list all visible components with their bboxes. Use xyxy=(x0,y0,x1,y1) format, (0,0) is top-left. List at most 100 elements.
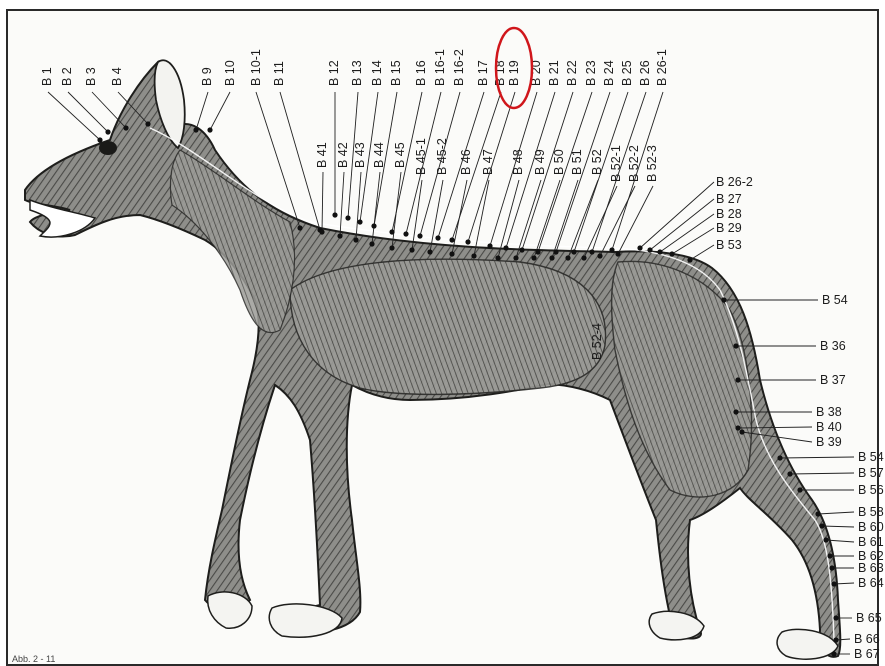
leader-line xyxy=(790,473,854,474)
leader-line xyxy=(600,186,635,256)
right-label: B 53 xyxy=(716,238,742,252)
acupuncture-point xyxy=(687,257,692,262)
acupuncture-point xyxy=(403,231,408,236)
acupuncture-point xyxy=(357,219,362,224)
top-label: B 11 xyxy=(272,61,286,86)
acupuncture-point xyxy=(427,249,432,254)
leader-line xyxy=(650,199,714,250)
mid-label: B 49 xyxy=(533,149,547,175)
acupuncture-point xyxy=(337,233,342,238)
leader-line xyxy=(780,457,854,458)
right-label: B 37 xyxy=(820,373,846,387)
right-label: B 26-2 xyxy=(716,175,753,189)
top-label: B 2 xyxy=(60,67,74,86)
leader-line xyxy=(322,172,323,232)
right-label: B 28 xyxy=(716,207,742,221)
right-label: B 63 xyxy=(858,561,884,575)
right-label: B 60 xyxy=(858,520,884,534)
acupuncture-point xyxy=(833,615,838,620)
top-label: B 17 xyxy=(476,60,490,86)
right-label: B 67 xyxy=(854,647,880,661)
dog-eye xyxy=(99,141,117,155)
leader-line xyxy=(672,228,714,254)
acupuncture-point xyxy=(519,247,524,252)
acupuncture-point xyxy=(615,251,620,256)
acupuncture-point xyxy=(735,377,740,382)
figure-caption: Abb. 2 - 11 xyxy=(12,654,55,664)
right-label: B 65 xyxy=(856,611,882,625)
acupuncture-point xyxy=(735,425,740,430)
acupuncture-point xyxy=(721,297,726,302)
mid-label: B 47 xyxy=(481,149,495,175)
top-label: B 15 xyxy=(389,60,403,86)
leader-line xyxy=(818,512,854,514)
acupuncture-point xyxy=(637,245,642,250)
top-label: B 21 xyxy=(547,60,561,86)
acupuncture-point xyxy=(319,229,324,234)
acupuncture-point xyxy=(819,523,824,528)
top-label: B 14 xyxy=(370,60,384,86)
acupuncture-point xyxy=(831,581,836,586)
acupuncture-point xyxy=(797,487,802,492)
mid-label: B 45-1 xyxy=(414,138,428,175)
leader-line xyxy=(372,172,380,244)
right-label: B 36 xyxy=(820,339,846,353)
top-label: B 12 xyxy=(327,60,341,86)
acupuncture-point xyxy=(487,243,492,248)
top-label: B 4 xyxy=(110,67,124,86)
acupuncture-point xyxy=(571,249,576,254)
acupuncture-point xyxy=(123,125,128,130)
top-label: B 24 xyxy=(602,60,616,86)
acupuncture-point xyxy=(389,245,394,250)
mid-label: B 50 xyxy=(552,149,566,175)
acupuncture-point xyxy=(823,537,828,542)
mid-label: B 41 xyxy=(315,142,329,168)
right-label: B 54 xyxy=(822,293,848,307)
top-label: B 22 xyxy=(565,60,579,86)
top-label: B 10 xyxy=(223,60,237,86)
top-label: B 10-1 xyxy=(249,49,263,86)
right-label: B 40 xyxy=(816,420,842,434)
leader-line xyxy=(68,92,108,132)
right-label: B 29 xyxy=(716,221,742,235)
acupuncture-point xyxy=(193,127,198,132)
mid-label: B 44 xyxy=(372,142,386,168)
leader-line xyxy=(430,180,443,252)
acupuncture-point xyxy=(409,247,414,252)
mid-label: B 45-2 xyxy=(435,138,449,175)
acupuncture-point xyxy=(553,249,558,254)
acupuncture-point xyxy=(345,215,350,220)
dog-illustration xyxy=(25,60,840,659)
mid-label: B 45 xyxy=(393,142,407,168)
acupuncture-point xyxy=(589,249,594,254)
acupuncture-point xyxy=(435,235,440,240)
top-label: B 26-1 xyxy=(655,49,669,86)
right-label: B 39 xyxy=(816,435,842,449)
mid-label: B 43 xyxy=(353,142,367,168)
acupuncture-point xyxy=(733,409,738,414)
acupuncture-point xyxy=(465,239,470,244)
leader-line xyxy=(474,180,489,256)
acupuncture-point xyxy=(297,225,302,230)
acupuncture-point xyxy=(657,249,662,254)
acupuncture-point xyxy=(829,565,834,570)
acupuncture-point xyxy=(531,255,536,260)
acupuncture-point xyxy=(739,429,744,434)
leader-line xyxy=(618,186,653,254)
right-label: B 27 xyxy=(716,192,742,206)
acupuncture-point xyxy=(371,223,376,228)
top-label: B 1 xyxy=(40,67,54,86)
top-label: B 16-1 xyxy=(433,49,447,86)
top-label: B 25 xyxy=(620,60,634,86)
leader-line xyxy=(210,92,230,130)
mid-label: B 51 xyxy=(570,149,584,175)
top-label-highlighted: B 19 xyxy=(507,60,521,86)
top-label: B 9 xyxy=(200,67,214,86)
acupuncture-point xyxy=(609,247,614,252)
acupuncture-point xyxy=(833,637,838,642)
acupuncture-point xyxy=(549,255,554,260)
acupuncture-point xyxy=(647,247,652,252)
acupuncture-point xyxy=(145,121,150,126)
